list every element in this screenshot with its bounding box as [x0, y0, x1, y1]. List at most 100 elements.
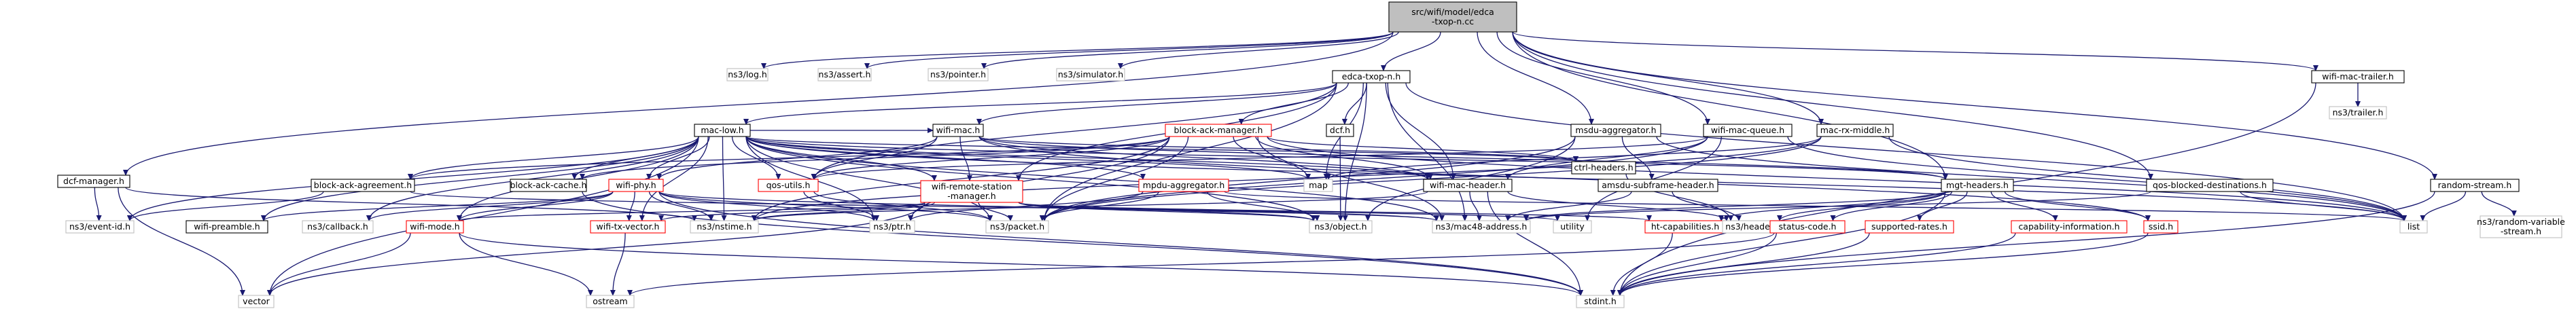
node-pointer: ns3/pointer.h	[928, 68, 989, 81]
node-txvector[interactable]: wifi-tx-vector.h	[590, 220, 666, 234]
node-preamble[interactable]: wifi-preamble.h	[186, 220, 268, 234]
node-box	[985, 220, 1049, 234]
node-mgt[interactable]: mgt-headers.h	[1941, 179, 2014, 192]
edge-root-to-qosblocked	[1512, 31, 2153, 180]
node-label: ns3/simulator.h	[1058, 69, 1123, 79]
node-box	[510, 179, 587, 192]
node-wifimac[interactable]: wifi-mac.h	[932, 124, 984, 137]
edge-wifimode-to-stdint	[459, 232, 1583, 296]
node-ctrl[interactable]: ctrl-headers.h	[1571, 161, 1636, 175]
node-wifiphy[interactable]: wifi-phy.h	[608, 179, 664, 192]
edge-wmheader-to-mac48	[1469, 191, 1482, 221]
node-label: ns3/packet.h	[990, 221, 1044, 232]
node-mpdu[interactable]: mpdu-aggregator.h	[1138, 179, 1229, 192]
edge-dcfmgr-to-eventid	[94, 187, 102, 221]
edge-txvector-to-ostream	[610, 232, 626, 296]
node-nsrandom: ns3/random-variable-stream.h	[2477, 215, 2565, 238]
node-label: ssid.h	[2149, 221, 2173, 232]
node-packet: ns3/packet.h	[985, 220, 1049, 234]
node-label: wifi-mac-header.h	[1430, 180, 1506, 190]
node-label: src/wifi/model/edca	[1411, 7, 1494, 17]
node-rates[interactable]: supported-rates.h	[1865, 220, 1954, 234]
edge-bam-to-map	[1233, 136, 1311, 180]
edge-wifiphy-to-ptr	[658, 191, 877, 221]
edge-wifimac-to-wmheader	[978, 136, 1430, 180]
edge-wifimac-to-qosutils	[811, 136, 938, 180]
edge-root-to-edca	[1381, 31, 1441, 71]
edge-wifimac-to-mgt	[978, 136, 1948, 180]
node-msdu[interactable]: msdu-aggregator.h	[1570, 124, 1661, 137]
node-maclow[interactable]: mac-low.h	[694, 124, 751, 137]
node-edca[interactable]: edca-txop-n.h	[1332, 70, 1411, 84]
node-box	[1165, 124, 1272, 137]
node-label: ostream	[593, 296, 627, 306]
edge-wmqueue-to-qosutils	[811, 136, 1708, 180]
node-wmheader[interactable]: wifi-mac-header.h	[1423, 179, 1513, 192]
edge-maclow-to-txvector	[639, 136, 709, 221]
edge-maclow-to-vector	[267, 136, 699, 296]
edge-wmqueue-to-packet	[1042, 136, 1708, 221]
node-wmtrailer[interactable]: wifi-mac-trailer.h	[2311, 70, 2405, 84]
edge-mpdu-to-list	[1224, 191, 2407, 221]
edge-root-to-assert	[864, 31, 1394, 69]
edge-capinfo-to-stdint	[1617, 232, 2016, 296]
node-label: wifi-mac.h	[936, 125, 981, 135]
node-label: wifi-mac-trailer.h	[2322, 71, 2394, 81]
node-qosblocked[interactable]: qos-blocked-destinations.h	[2146, 179, 2274, 192]
node-label: mac-low.h	[701, 125, 743, 135]
edge-wifiphy-to-packet	[658, 191, 993, 221]
node-wrsm[interactable]: wifi-remote-station-manager.h	[920, 180, 1023, 203]
node-label: ns3/random-variable	[2477, 217, 2565, 227]
node-box	[1598, 179, 1718, 192]
node-label: -txop-n.cc	[1432, 16, 1474, 26]
node-htcap[interactable]: ht-capabilities.h	[1644, 220, 1726, 234]
edge-mpdu-to-packet	[1039, 191, 1159, 221]
edge-random-to-list	[2420, 191, 2467, 221]
node-dcfmgr[interactable]: dcf-manager.h	[57, 175, 130, 188]
node-qosutils[interactable]: qos-utils.h	[758, 179, 819, 192]
node-bam[interactable]: block-ack-manager.h	[1165, 124, 1272, 137]
node-dcf[interactable]: dcf.h	[1326, 124, 1354, 137]
edge-maclow-to-qosutils	[731, 136, 781, 180]
edge-root-to-wmqueue	[1496, 31, 1710, 125]
edge-maclow-to-mac48	[745, 136, 1439, 221]
node-baagree[interactable]: block-ack-agreement.h	[311, 179, 415, 192]
node-box	[302, 220, 374, 234]
node-capinfo[interactable]: capability-information.h	[2011, 220, 2128, 234]
node-assert: ns3/assert.h	[817, 68, 872, 81]
node-amsdu[interactable]: amsdu-subframe-header.h	[1598, 179, 1718, 192]
edge-maclow-to-wifimode	[457, 136, 699, 221]
node-label: amsdu-subframe-header.h	[1602, 180, 1714, 190]
edge-maclow-to-mgt	[745, 136, 1948, 180]
edge-root-to-pointer	[981, 31, 1394, 69]
node-label: wifi-mode.h	[410, 221, 459, 232]
node-status[interactable]: status-code.h	[1769, 220, 1846, 234]
node-box	[586, 295, 635, 308]
node-label: block-ack-manager.h	[1174, 125, 1263, 135]
node-label: stdint.h	[1584, 296, 1617, 306]
edge-wifimode-to-vector	[267, 232, 411, 296]
edge-maclow-to-ctrl	[745, 136, 1578, 162]
node-root[interactable]: src/wifi/model/edca-txop-n.cc	[1388, 1, 1517, 33]
node-label: map	[1309, 180, 1328, 190]
edge-mgt-to-rates	[1917, 191, 1968, 221]
node-bacache[interactable]: block-ack-cache.h	[510, 179, 587, 192]
node-label: ns3/header.h	[1725, 221, 1780, 232]
node-label: dcf.h	[1330, 125, 1350, 135]
node-wifimode[interactable]: wifi-mode.h	[406, 220, 464, 234]
node-nstime: ns3/nstime.h	[690, 220, 759, 234]
node-ssid[interactable]: ssid.h	[2143, 220, 2178, 234]
node-macrx[interactable]: mac-rx-middle.h	[1816, 124, 1894, 137]
node-wmqueue[interactable]: wifi-mac-queue.h	[1703, 124, 1793, 137]
node-box	[2311, 70, 2405, 84]
node-box	[590, 220, 666, 234]
node-eventid: ns3/event-id.h	[65, 220, 135, 234]
node-label: supported-rates.h	[1871, 221, 1947, 232]
edge-htcap-to-stdint	[1610, 232, 1673, 296]
node-box	[1571, 161, 1636, 175]
edge-maclow-to-wifiphy	[646, 136, 710, 180]
edge-maclow-to-ptr	[745, 136, 877, 221]
edge-wrsm-to-utility	[1018, 202, 1560, 221]
node-random[interactable]: random-stream.h	[2430, 179, 2520, 192]
node-map: map	[1303, 179, 1333, 192]
